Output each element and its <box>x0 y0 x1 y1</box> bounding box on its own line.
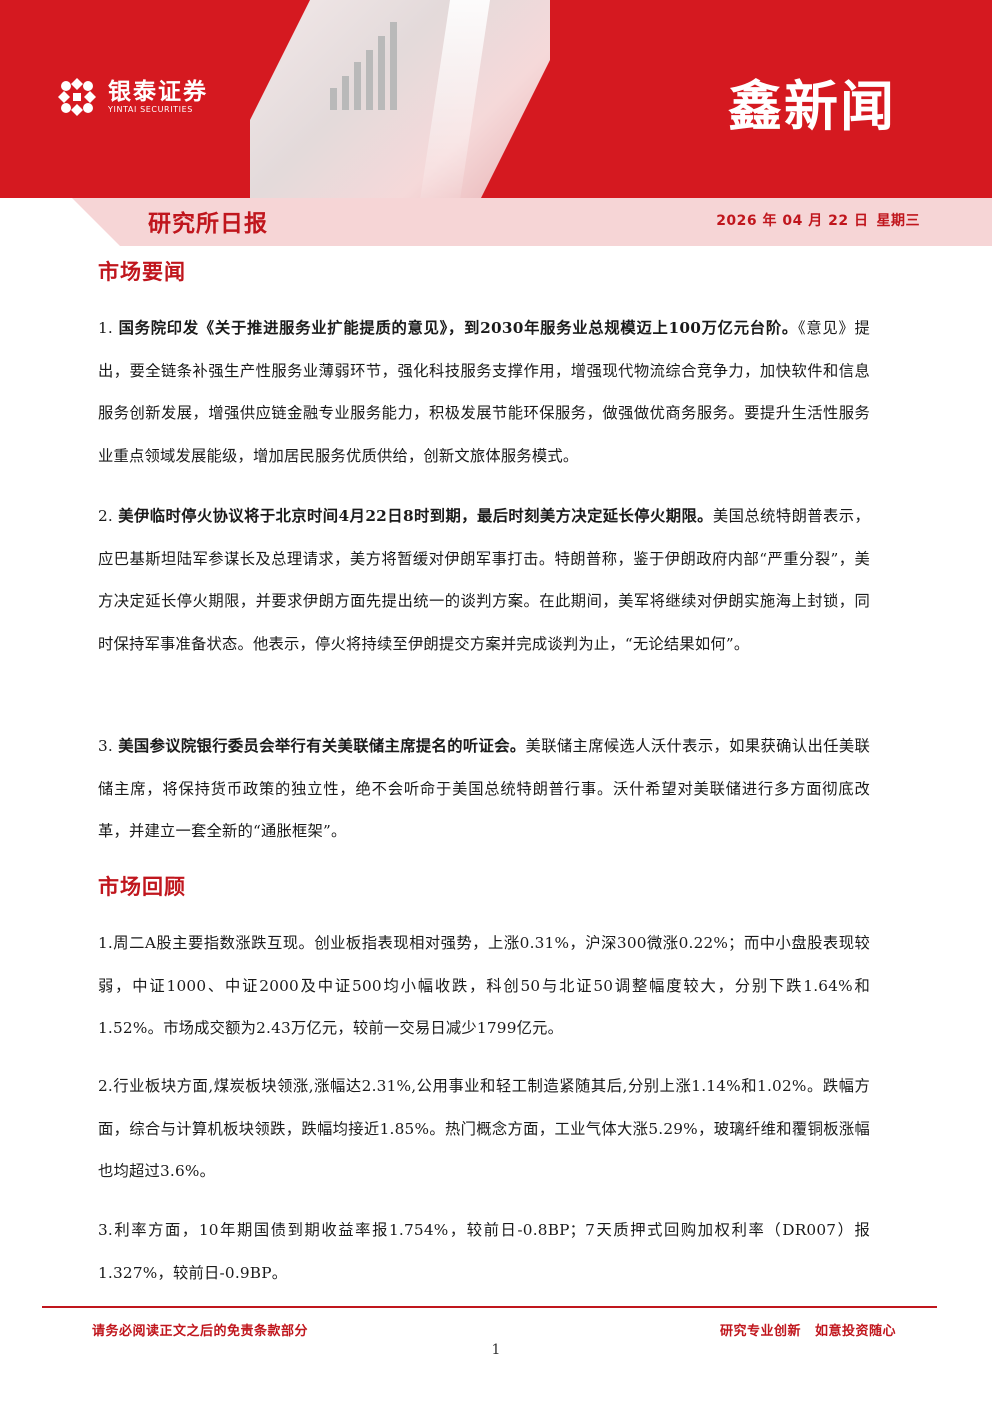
banner-chart-graphic <box>330 20 430 110</box>
news-item: 2. 美伊临时停火协议将于北京时间4月22日8时到期，最后时刻美方决定延长停火期… <box>98 495 870 665</box>
news-item-body: 《意见》提出，要全链条补强生产性服务业薄弱环节，强化科技服务支撑作用，增强现代物… <box>98 319 871 465</box>
logo-chinese-name: 银泰证券 <box>108 79 208 105</box>
banner-pink-band <box>0 198 992 246</box>
logo-english-name: YINTAI SECURITIES <box>108 105 193 114</box>
footer-slogan: 研究专业创新如意投资随心 <box>720 1320 896 1339</box>
date-text: 2026 年 04 月 22 日 <box>716 213 869 229</box>
footer-slogan-2: 如意投资随心 <box>814 1324 896 1339</box>
news-item-headline: 美伊临时停火协议将于北京时间4月22日8时到期，最后时刻美方决定延长停火期限。 <box>118 507 713 525</box>
section-title-market-review: 市场回顾 <box>98 875 186 899</box>
section-title-market-news: 市场要闻 <box>98 260 186 284</box>
news-item-number: 1. <box>98 319 113 337</box>
header-banner: 银泰证券 YINTAI SECURITIES 鑫新闻 研究所日报 2026 年 … <box>0 0 992 248</box>
report-name: 研究所日报 <box>148 211 268 237</box>
report-date: 2026 年 04 月 22 日星期三 <box>716 210 920 230</box>
yintai-logo-icon <box>58 78 96 116</box>
company-logo: 银泰证券 YINTAI SECURITIES <box>56 76 208 118</box>
news-item-headline: 国务院印发《关于推进服务业扩能提质的意见》，到2030年服务业总规模迈上100万… <box>118 319 798 337</box>
footer-slogan-1: 研究专业创新 <box>719 1324 801 1339</box>
footer-disclaimer: 请务必阅读正文之后的免责条款部分 <box>92 1324 309 1339</box>
news-item-number: 2. <box>98 507 113 525</box>
news-item-body: 美联储主席候选人沃什表示，如果获确认出任美联储主席，将保持货币政策的独立性，绝不… <box>98 737 870 841</box>
news-item-number: 3. <box>98 737 113 755</box>
news-item: 1. 国务院印发《关于推进服务业扩能提质的意见》，到2030年服务业总规模迈上1… <box>98 307 870 477</box>
review-item: 1.周二A股主要指数涨跌互现。创业板指表现相对强势，上涨0.31%，沪深300微… <box>98 934 870 1038</box>
news-item-body: 美国总统特朗普表示，应巴基斯坦陆军参谋长及总理请求，美方将暂缓对伊朗军事打击。特… <box>98 507 870 653</box>
review-item: 2.行业板块方面,煤炭板块领涨,涨幅达2.31%,公用事业和轻工制造紧随其后,分… <box>98 1077 870 1181</box>
news-item-headline: 美国参议院银行委员会举行有关美联储主席提名的听证会。 <box>118 737 526 755</box>
page-number: 1 <box>491 1342 501 1358</box>
review-item: 3.利率方面，10年期国债到期收益率报1.754%，较前日-0.8BP；7天质押… <box>98 1221 870 1282</box>
weekday-text: 星期三 <box>876 213 920 229</box>
news-item: 3. 美国参议院银行委员会举行有关美联储主席提名的听证会。美联储主席候选人沃什表… <box>98 725 870 853</box>
masthead-title: 鑫新闻 <box>728 74 896 138</box>
footer-divider <box>42 1306 937 1308</box>
